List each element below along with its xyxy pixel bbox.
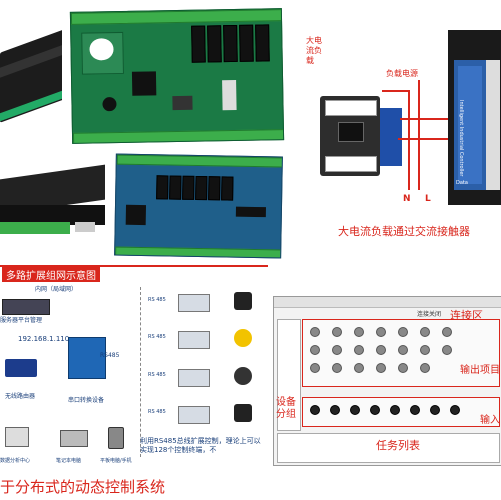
tablet-icon: [108, 427, 124, 449]
software-screenshot: 连接关闭 连接区 设备分组 输出项目 输入 任务列表: [273, 296, 501, 466]
input-indicator: [350, 405, 360, 415]
enclosure-photo-2: [0, 150, 108, 250]
input-indicator: [370, 405, 380, 415]
output-button[interactable]: [420, 327, 430, 337]
device-group-label: 设备分组: [276, 397, 296, 420]
n-label: N: [403, 194, 411, 204]
controller-box-3: [178, 369, 210, 387]
output-button[interactable]: [442, 327, 452, 337]
output-button[interactable]: [332, 345, 342, 355]
controller-box-4: [178, 406, 210, 424]
fan-icon: [234, 367, 252, 385]
input-indicator: [410, 405, 420, 415]
input-indicator: [390, 405, 400, 415]
controller-side-photo: Intelligent Industrial Controller Data: [448, 30, 501, 205]
rs485-tag-3: RS 485: [148, 372, 166, 378]
output-button[interactable]: [332, 363, 342, 373]
contactor-caption: 大电流负载通过交流接触器: [338, 225, 470, 238]
serial-label: 串口转换设备: [68, 397, 105, 404]
serial-converter-icon: [68, 337, 106, 379]
lamp-icon-1: [234, 292, 252, 310]
output-button[interactable]: [310, 363, 320, 373]
green-pcb-photo: [69, 8, 285, 144]
ip-label: 192.168.1.110: [18, 335, 70, 343]
output-button[interactable]: [310, 345, 320, 355]
rs485-label: RS485: [100, 352, 120, 359]
output-button[interactable]: [398, 327, 408, 337]
network-note: 利用RS485总线扩展控制，理论上可以实现128个控制终端，不: [140, 437, 261, 454]
controller-box-2: [178, 331, 210, 349]
router-label: 无线路由器: [5, 393, 36, 400]
connect-status: 连接关闭: [417, 311, 442, 318]
laptop-icon: [60, 430, 88, 447]
output-button[interactable]: [376, 363, 386, 373]
input-indicator: [430, 405, 440, 415]
laptop-label: 笔记本电脑: [56, 458, 82, 464]
output-button[interactable]: [420, 345, 430, 355]
l-label: L: [425, 194, 431, 204]
pc-label: 数据分析中心: [0, 458, 31, 464]
rs485-tag-1: RS 485: [148, 297, 166, 303]
pc-icon: [5, 427, 29, 447]
output-button[interactable]: [442, 345, 452, 355]
server-label: 服务器平台管理: [0, 317, 43, 324]
task-list-label: 任务列表: [376, 439, 420, 452]
output-button[interactable]: [310, 327, 320, 337]
rs485-tag-2: RS 485: [148, 334, 166, 340]
input-indicator: [450, 405, 460, 415]
tablet-label: 平板电脑/手机: [100, 458, 132, 464]
input-indicator: [310, 405, 320, 415]
device-tree[interactable]: [277, 319, 301, 431]
power-label: 负载电源: [386, 69, 418, 78]
output-button[interactable]: [376, 327, 386, 337]
task-list-area[interactable]: [277, 433, 500, 463]
output-button[interactable]: [354, 363, 364, 373]
input-label: 输入: [480, 415, 500, 426]
output-button[interactable]: [420, 363, 430, 373]
server-icon: [2, 299, 50, 315]
output-button[interactable]: [398, 345, 408, 355]
output-button[interactable]: [398, 363, 408, 373]
contactor-panel: 大电流负载 负载电源 N L Intelligent Industrial Co…: [300, 18, 501, 250]
load-label: 大电流负载: [306, 36, 322, 65]
bulb-icon: [234, 329, 252, 347]
controller-data-label: Data: [456, 180, 468, 186]
output-button[interactable]: [376, 345, 386, 355]
input-indicator: [330, 405, 340, 415]
controller-side-text: Intelligent Industrial Controller: [458, 100, 464, 177]
output-label: 输出项目: [460, 365, 500, 376]
router-icon: [5, 359, 37, 377]
device-icon-4: [234, 404, 252, 422]
connect-zone-label: 连接区: [450, 309, 483, 322]
network-title: 多路扩展组网示意图: [2, 267, 100, 282]
controller-box-1: [178, 294, 210, 312]
output-button[interactable]: [354, 327, 364, 337]
network-diagram: 多路扩展组网示意图 内网（局域网） 192.168.1.110 服务器平台管理 …: [0, 265, 268, 472]
bottom-title: 于分布式的动态控制系统: [0, 478, 166, 496]
rs485-tag-4: RS 485: [148, 409, 166, 415]
contactor-device: [320, 96, 380, 176]
enclosure-photo-1: [0, 10, 62, 140]
output-button[interactable]: [354, 345, 364, 355]
lan-label: 内网（局域网）: [35, 286, 78, 293]
output-button[interactable]: [332, 327, 342, 337]
blue-pcb-photo: [114, 153, 283, 259]
